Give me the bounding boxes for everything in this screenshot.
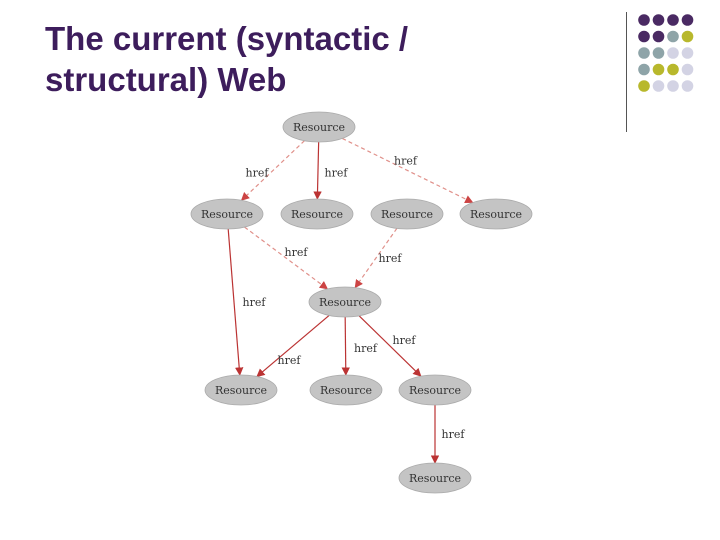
resource-node-r1c: Resource bbox=[370, 198, 444, 230]
decor-dot-lavender bbox=[681, 63, 694, 76]
decor-dot-purple bbox=[681, 14, 694, 26]
resource-node-top: Resource bbox=[282, 111, 356, 143]
decor-dot-lavender bbox=[667, 80, 679, 92]
decor-dot-lavender bbox=[681, 47, 694, 59]
slide-title: The current (syntactic / structural) Web bbox=[45, 18, 565, 100]
edge-label: href bbox=[379, 252, 403, 265]
node-ellipse bbox=[282, 111, 356, 143]
decor-dot-teal bbox=[638, 63, 650, 76]
edge-label: href bbox=[354, 342, 378, 355]
decor-dot-olive bbox=[638, 80, 650, 92]
resource-node-r1b: Resource bbox=[280, 198, 354, 230]
edge-mid-to-r3a bbox=[256, 314, 330, 378]
edge-r1a-to-r3a bbox=[227, 228, 244, 376]
decor-dot-teal bbox=[652, 47, 665, 59]
edge-label: href bbox=[393, 334, 417, 347]
resource-node-r1a: Resource bbox=[190, 198, 264, 230]
decor-dot-olive bbox=[681, 30, 694, 43]
resource-node-r3b: Resource bbox=[309, 374, 383, 406]
node-label: Resource bbox=[470, 208, 522, 221]
edge-label: href bbox=[285, 246, 309, 259]
edge-label: href bbox=[325, 167, 349, 180]
decor-dot-teal bbox=[638, 47, 650, 59]
node-label: Resource bbox=[409, 472, 461, 485]
edge-top-to-r1d bbox=[342, 137, 474, 204]
edge-label: href bbox=[243, 296, 267, 309]
decor-dot-olive bbox=[652, 63, 665, 76]
edge-top-to-r1b bbox=[313, 141, 322, 200]
decor-dot-purple bbox=[638, 14, 650, 26]
slide-title-line-2: structural) Web bbox=[45, 61, 287, 98]
decorative-divider bbox=[626, 12, 627, 132]
node-ellipse bbox=[308, 286, 382, 318]
decor-dot-purple bbox=[638, 30, 650, 43]
edge-label: href bbox=[278, 354, 302, 367]
decor-dot-purple bbox=[652, 14, 665, 26]
decor-dot-lavender bbox=[652, 80, 665, 92]
edge-r1a-to-mid bbox=[244, 226, 329, 290]
node-label: Resource bbox=[293, 121, 345, 134]
node-label: Resource bbox=[201, 208, 253, 221]
edge-label: href bbox=[394, 155, 418, 168]
decor-dot-purple bbox=[652, 30, 665, 43]
edge-label: href bbox=[442, 428, 466, 441]
resource-node-bottom: Resource bbox=[398, 462, 472, 494]
slide-title-line-1: The current (syntactic / bbox=[45, 20, 409, 57]
node-label: Resource bbox=[319, 296, 371, 309]
edge-mid-to-r3c bbox=[358, 315, 422, 377]
edge-r1c-to-mid bbox=[354, 228, 398, 289]
resource-node-r1d: Resource bbox=[459, 198, 533, 230]
edge-mid-to-r3b bbox=[341, 316, 350, 376]
node-ellipse bbox=[204, 374, 278, 406]
edge-top-to-r1a bbox=[240, 140, 305, 201]
node-ellipse bbox=[190, 198, 264, 230]
node-ellipse bbox=[398, 462, 472, 494]
node-label: Resource bbox=[409, 384, 461, 397]
node-ellipse bbox=[280, 198, 354, 230]
node-label: Resource bbox=[215, 384, 267, 397]
decor-dot-purple bbox=[667, 14, 679, 26]
decor-dot-lavender bbox=[681, 80, 694, 92]
decor-dot-olive bbox=[667, 63, 679, 76]
edge-label: href bbox=[246, 167, 270, 180]
decor-dot-teal bbox=[667, 30, 679, 43]
node-ellipse bbox=[398, 374, 472, 406]
node-ellipse bbox=[309, 374, 383, 406]
resource-node-r3a: Resource bbox=[204, 374, 278, 406]
edges-layer: href href href href href href href href href href bbox=[227, 137, 474, 464]
node-label: Resource bbox=[381, 208, 433, 221]
node-ellipse bbox=[370, 198, 444, 230]
resource-node-r3c: Resource bbox=[398, 374, 472, 406]
decor-dot-lavender bbox=[667, 47, 679, 59]
resource-node-mid: Resource bbox=[308, 286, 382, 318]
node-ellipse bbox=[459, 198, 533, 230]
node-label: Resource bbox=[291, 208, 343, 221]
node-label: Resource bbox=[320, 384, 372, 397]
